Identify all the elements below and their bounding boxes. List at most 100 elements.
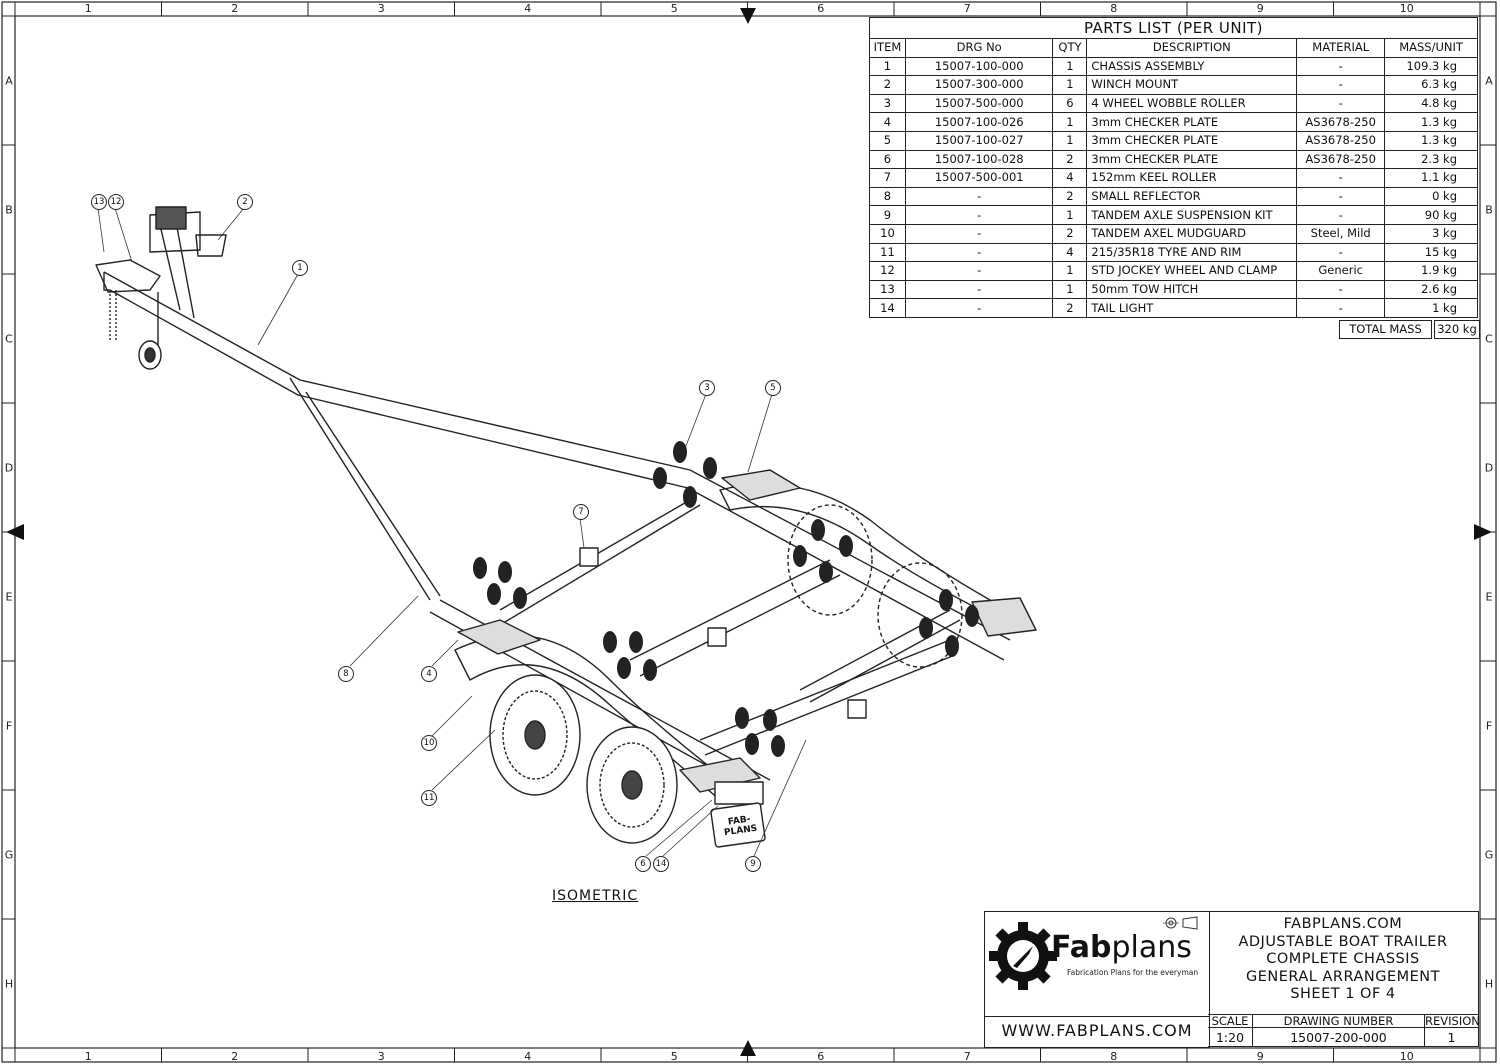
table-cell: 4 xyxy=(1052,168,1088,188)
table-cell: 2 xyxy=(1052,186,1088,207)
table-cell: 4 WHEEL WOBBLE ROLLER xyxy=(1086,93,1298,114)
table-cell: 15 kg xyxy=(1384,242,1478,263)
table-cell: 15007-100-028 xyxy=(904,149,1054,170)
projection-symbol-icon xyxy=(1163,916,1198,930)
parts-list-title: PARTS LIST (PER UNIT) xyxy=(869,17,1478,39)
drawing-number-label: DRAWING NUMBER xyxy=(1253,1015,1424,1028)
table-cell: 4 xyxy=(1052,242,1088,263)
title-line: SHEET 1 OF 4 xyxy=(1290,986,1396,1002)
brand-name: Fabplans xyxy=(1051,930,1192,965)
table-cell: 1 xyxy=(1052,130,1088,151)
table-cell: 1.1 kg xyxy=(1384,168,1478,188)
table-cell: 3mm CHECKER PLATE xyxy=(1086,130,1298,151)
table-cell: 50mm TOW HITCH xyxy=(1086,279,1298,300)
grid-column-label: 6 xyxy=(817,1050,824,1063)
item-balloon: 8 xyxy=(338,666,354,682)
gear-logo-icon xyxy=(989,922,1057,990)
grid-row-label: G xyxy=(5,849,14,862)
grid-column-label: 1 xyxy=(85,2,92,15)
grid-row-label: C xyxy=(5,333,13,346)
table-cell: 9 xyxy=(869,205,906,225)
parts-list-column-header: DRG No xyxy=(904,38,1054,58)
drawing-title: FABPLANS.COM ADJUSTABLE BOAT TRAILER COM… xyxy=(1208,911,1479,1015)
leader-lines xyxy=(97,207,807,857)
table-cell: 15007-100-026 xyxy=(904,112,1054,132)
item-balloon: 6 xyxy=(635,856,651,872)
table-cell: 2.6 kg xyxy=(1384,279,1478,300)
table-cell: 15007-100-027 xyxy=(904,130,1054,151)
grid-column-label: 2 xyxy=(231,1050,238,1063)
table-cell: 10 xyxy=(869,223,906,244)
table-cell: 12 xyxy=(869,261,906,281)
grid-column-label: 10 xyxy=(1400,2,1414,15)
center-mark-left xyxy=(6,524,24,540)
grid-row-label: A xyxy=(5,75,13,88)
table-cell: 4.8 kg xyxy=(1384,93,1478,114)
grid-column-label: 3 xyxy=(378,2,385,15)
table-cell: 6 xyxy=(869,149,906,170)
grid-column-label: 9 xyxy=(1257,2,1264,15)
table-cell: - xyxy=(904,298,1054,318)
table-cell: AS3678-250 xyxy=(1296,149,1386,170)
table-cell: Generic xyxy=(1296,261,1386,281)
center-mark-top xyxy=(740,8,756,24)
table-cell: - xyxy=(904,242,1054,263)
table-cell: - xyxy=(1296,205,1386,225)
trailer-isometric-drawing xyxy=(95,206,1037,848)
title-block: Fabplans Fabrication Plans for the every… xyxy=(984,911,1480,1048)
table-cell: 1.3 kg xyxy=(1384,130,1478,151)
view-label: ISOMETRIC xyxy=(552,888,639,904)
total-mass-value: 320 kg xyxy=(1434,320,1480,339)
grid-column-label: 2 xyxy=(231,2,238,15)
item-balloon: 14 xyxy=(653,856,669,872)
table-cell: 1 xyxy=(1052,279,1088,300)
table-cell: 15007-500-000 xyxy=(904,93,1054,114)
grid-column-label: 4 xyxy=(524,1050,531,1063)
table-cell: - xyxy=(904,186,1054,207)
table-cell: 1 xyxy=(1052,205,1088,225)
grid-column-label: 8 xyxy=(1110,2,1117,15)
table-cell: - xyxy=(1296,242,1386,263)
grid-row-label: C xyxy=(1485,333,1493,346)
table-cell: 1.9 kg xyxy=(1384,261,1478,281)
parts-list-column-header: QTY xyxy=(1052,38,1088,58)
grid-row-label: D xyxy=(1485,462,1493,475)
table-cell: - xyxy=(1296,186,1386,207)
table-cell: AS3678-250 xyxy=(1296,112,1386,132)
brand-light: plans xyxy=(1111,930,1192,965)
parts-list-column-header: MASS/UNIT xyxy=(1384,38,1478,58)
table-cell: - xyxy=(1296,75,1386,95)
item-balloon: 2 xyxy=(237,194,253,210)
table-cell: 3 xyxy=(869,93,906,114)
title-line: FABPLANS.COM xyxy=(1283,916,1403,932)
table-cell: 1 xyxy=(869,56,906,77)
item-balloon: 5 xyxy=(765,380,781,396)
table-cell: 2 xyxy=(1052,223,1088,244)
parts-list-column-header: ITEM xyxy=(869,38,906,58)
item-balloon: 7 xyxy=(573,504,589,520)
grid-column-label: 3 xyxy=(378,1050,385,1063)
revision-value: 1 xyxy=(1447,1030,1456,1045)
total-mass-label: TOTAL MASS xyxy=(1339,320,1432,339)
table-cell: TANDEM AXLE SUSPENSION KIT xyxy=(1086,205,1298,225)
parts-list-column-header: MATERIAL xyxy=(1296,38,1386,58)
table-cell: - xyxy=(1296,298,1386,318)
center-mark-bottom xyxy=(740,1040,756,1056)
grid-row-label: B xyxy=(5,204,13,217)
table-cell: 6 xyxy=(1052,93,1088,114)
table-cell: 3mm CHECKER PLATE xyxy=(1086,112,1298,132)
title-line: GENERAL ARRANGEMENT xyxy=(1245,968,1441,985)
grid-column-label: 5 xyxy=(671,1050,678,1063)
scale-cell: SCALE 1:20 xyxy=(1208,1015,1253,1047)
item-balloon: 10 xyxy=(421,735,437,751)
title-line: COMPLETE CHASSIS xyxy=(1266,951,1420,967)
